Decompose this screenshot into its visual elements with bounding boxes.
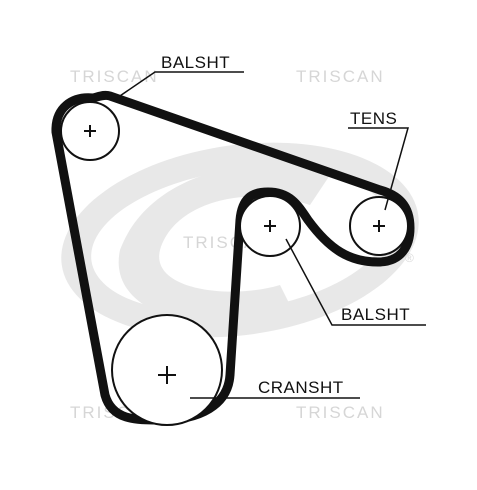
svg-text:®: ®	[405, 251, 414, 265]
plus-icon	[84, 125, 96, 137]
plus-icon	[158, 366, 176, 384]
plus-icon	[264, 220, 276, 232]
label-balsht-mid: BALSHT	[341, 305, 410, 324]
leader-line-balsht-top	[113, 71, 244, 101]
watermark-text: TRISCAN	[70, 67, 159, 86]
balance-shaft-pulley-top	[60, 101, 120, 161]
balance-shaft-pulley-mid	[239, 195, 301, 257]
label-balsht-top: BALSHT	[161, 53, 230, 72]
leader-line-balsht-mid	[285, 238, 426, 326]
label-cranksht: CRANSHT	[258, 378, 344, 397]
tensioner-pulley	[349, 196, 409, 256]
timing-belt	[51, 90, 415, 425]
leader-line-tens	[348, 127, 409, 211]
label-tens: TENS	[350, 109, 397, 128]
watermark-text: TRISCAN	[296, 403, 385, 422]
crankshaft-pulley	[111, 314, 223, 426]
watermark-text: TRISCAN	[296, 67, 385, 86]
plus-icon	[373, 220, 385, 232]
